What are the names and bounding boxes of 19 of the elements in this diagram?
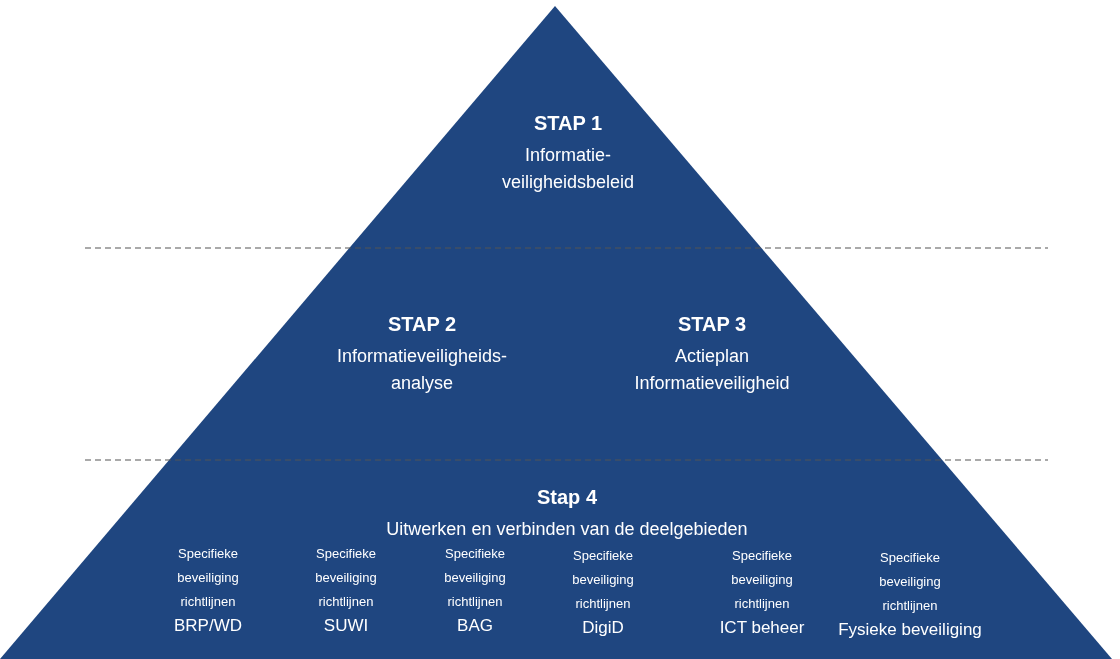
domain-name: BRP/WD	[173, 615, 243, 637]
domain-name: BAG	[456, 615, 494, 637]
guideline-text: Specifieke beveiliging richtlijnen	[314, 545, 378, 611]
step-heading: STAP 1	[532, 111, 604, 136]
domain-name: Fysieke beveiliging	[837, 619, 983, 641]
step-description: Actieplan Informatieveiligheid	[633, 345, 791, 395]
step-heading: Stap 4	[536, 485, 598, 510]
domain-name: SUWI	[322, 615, 370, 637]
guideline-text: Specifieke beveiliging richtlijnen	[176, 545, 240, 611]
guideline-text: Specifieke beveiliging richtlijnen	[730, 547, 794, 613]
guideline-text: Specifieke beveiliging richtlijnen	[443, 545, 507, 611]
step-description: Informatie- veiligheidsbeleid	[500, 144, 636, 194]
step-heading: STAP 3	[676, 312, 748, 337]
step-description: Informatieveiligheids- analyse	[335, 345, 509, 395]
step-heading: STAP 2	[386, 312, 458, 337]
domain-name: DigiD	[581, 617, 625, 639]
guideline-text: Specifieke beveiliging richtlijnen	[571, 547, 635, 613]
step-description: Uitwerken en verbinden van de deelgebieden	[385, 518, 749, 541]
guideline-text: Specifieke beveiliging richtlijnen	[878, 549, 942, 615]
